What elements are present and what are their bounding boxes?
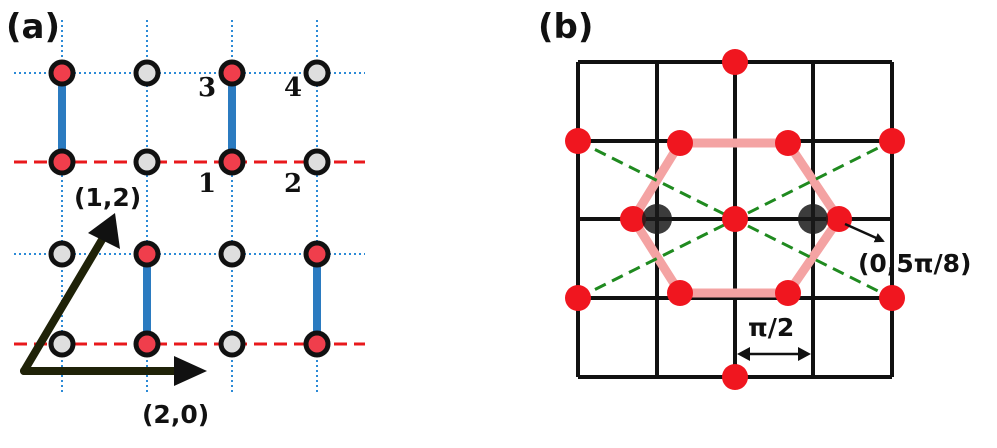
site-red	[133, 240, 161, 268]
site-red	[48, 148, 76, 176]
red-point	[667, 280, 693, 306]
red-point	[620, 206, 646, 232]
black-points	[642, 204, 828, 234]
vector-1-2-arrowhead	[88, 213, 120, 249]
red-point	[826, 206, 852, 232]
red-point	[722, 206, 748, 232]
red-point	[775, 130, 801, 156]
panel-b-label: (b)	[538, 7, 593, 47]
site-gray	[133, 59, 161, 87]
site-red	[218, 148, 246, 176]
spacing-arrow-left	[737, 347, 750, 361]
red-point	[775, 280, 801, 306]
red-point	[565, 285, 591, 311]
sites	[48, 59, 331, 358]
black-point	[642, 204, 672, 234]
site-red	[218, 59, 246, 87]
vector-label-2-0: (2,0)	[142, 400, 209, 429]
red-point	[722, 364, 748, 390]
site-red	[133, 330, 161, 358]
vector-label-1-2: (1,2)	[74, 183, 141, 212]
panel-b: (b)	[538, 7, 971, 390]
site-gray	[218, 330, 246, 358]
site-label-2: 2	[284, 169, 302, 199]
vector-1-2-shaft	[20, 234, 107, 375]
site-gray	[48, 240, 76, 268]
site-label-3: 3	[198, 73, 216, 103]
black-point	[798, 204, 828, 234]
red-point	[565, 128, 591, 154]
site-gray	[133, 148, 161, 176]
red-point	[879, 128, 905, 154]
spacing-label: π/2	[748, 313, 794, 342]
spacing-arrow-right	[798, 347, 811, 361]
panel-a-label: (a)	[6, 7, 60, 47]
point-arrow	[844, 222, 885, 243]
red-points	[565, 49, 905, 390]
site-red	[303, 240, 331, 268]
site-label-1: 1	[198, 169, 216, 199]
red-point	[667, 130, 693, 156]
lattice-vectors	[20, 213, 207, 386]
point-label: (0,5π/8)	[858, 249, 971, 278]
bonds	[58, 80, 321, 337]
site-red	[303, 330, 331, 358]
site-gray	[303, 59, 331, 87]
site-gray	[303, 148, 331, 176]
site-red	[48, 59, 76, 87]
red-point	[879, 285, 905, 311]
site-gray	[218, 240, 246, 268]
site-label-4: 4	[284, 73, 302, 103]
panel-a: (a)	[6, 7, 365, 429]
red-point	[722, 49, 748, 75]
vector-2-0-arrowhead	[174, 356, 207, 386]
site-gray	[48, 330, 76, 358]
